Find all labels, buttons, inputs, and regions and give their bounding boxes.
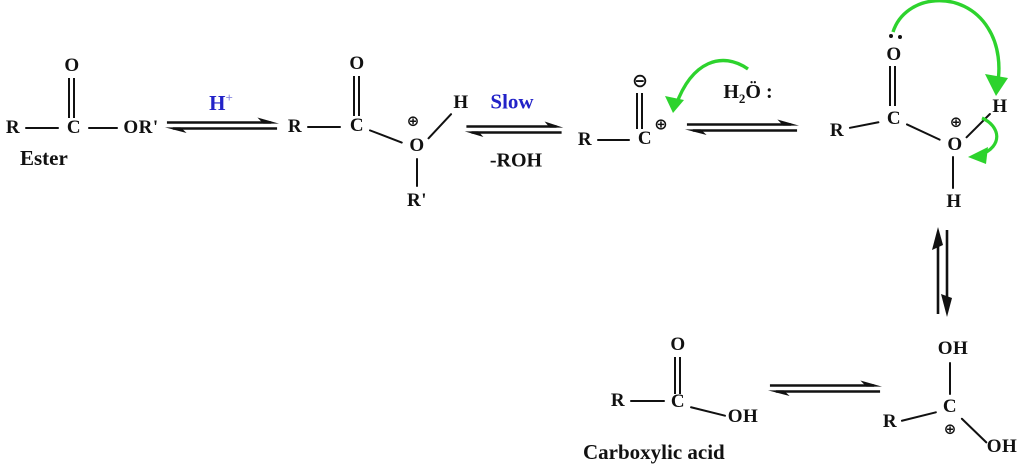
acylium-r-label: R <box>577 129 593 150</box>
carboxylic-acid-caption: Carboxylic acid <box>583 440 725 464</box>
water-label: H2Ö : <box>723 81 773 106</box>
equilibrium-arrow-vertical <box>932 227 952 317</box>
curved-arrow-proton-transfer <box>891 0 1008 96</box>
curved-arrow-oh-bond <box>968 116 999 164</box>
equilibrium-arrow <box>464 121 564 137</box>
acylium-c-label: C <box>637 128 653 149</box>
diol-c-label: C <box>942 396 958 417</box>
bond <box>25 127 59 130</box>
acylium-plus-charge: ⊕ <box>654 114 668 134</box>
diol-oh-top-label: OH <box>937 338 969 359</box>
adduct-o-label: O <box>947 134 963 155</box>
bond <box>952 156 955 189</box>
equilibrium-arrow <box>164 117 280 133</box>
h-plus-label: H+ <box>209 90 233 115</box>
diol-oh-bottom-label: OH <box>986 436 1018 457</box>
protonated-ester-carbonyl-o-label: O <box>349 53 365 74</box>
bond <box>960 417 988 445</box>
ester-caption: Ester <box>20 146 68 170</box>
protonated-ester-h-label: H <box>453 92 469 113</box>
diol-plus-charge: ⊕ <box>943 420 957 438</box>
protonated-ester-r-label: R <box>287 116 303 137</box>
protonated-ester-plus-charge: ⊕ <box>406 112 420 130</box>
ester-carbonyl-o-label: O <box>64 55 80 76</box>
bond <box>597 139 630 142</box>
bond <box>905 123 941 142</box>
double-bond <box>68 78 75 118</box>
acid-oh-label: OH <box>727 406 759 427</box>
double-bond <box>636 93 643 129</box>
double-bond <box>353 76 360 116</box>
ester-or-label: OR' <box>123 117 159 138</box>
adduct-c-label: C <box>886 108 902 129</box>
bond <box>368 129 404 145</box>
bond <box>416 158 419 187</box>
equilibrium-arrow <box>767 380 883 396</box>
bond <box>689 406 727 418</box>
ester-r-label: R <box>5 117 21 138</box>
acid-c-label: C <box>670 391 686 412</box>
water-subscript: 2 <box>738 91 746 106</box>
bond <box>900 411 938 423</box>
bond <box>427 112 453 141</box>
equilibrium-arrow <box>684 119 800 135</box>
double-bond <box>889 66 896 106</box>
bond <box>630 400 665 403</box>
adduct-plus-charge: ⊕ <box>949 113 963 131</box>
diol-r-label: R <box>882 411 898 432</box>
double-bond <box>674 357 681 394</box>
minus-roh-label: -ROH <box>489 149 543 172</box>
lone-pair-dot <box>889 34 893 38</box>
protonated-ester-r-prime-label: R' <box>407 190 427 211</box>
adduct-carbonyl-o-label: O <box>886 44 902 65</box>
bond <box>848 121 880 130</box>
bond <box>307 126 341 129</box>
lone-pair-dot <box>898 35 902 39</box>
ester-c-label: C <box>66 117 82 138</box>
h-plus-superscript: + <box>225 90 233 105</box>
acylium-o-minus-symbol: ⊖ <box>632 70 648 92</box>
curved-arrow-water-attack <box>665 58 749 113</box>
protonated-ester-o-label: O <box>409 135 425 156</box>
acid-carbonyl-o-label: O <box>670 334 686 355</box>
protonated-ester-c-label: C <box>349 115 365 136</box>
adduct-h-right-label: H <box>992 96 1008 117</box>
bond <box>949 362 952 395</box>
acid-r-label: R <box>610 390 626 411</box>
slow-label: Slow <box>490 89 534 114</box>
bond <box>88 127 118 130</box>
adduct-h-bottom-label: H <box>946 191 962 212</box>
adduct-r-label: R <box>829 120 845 141</box>
